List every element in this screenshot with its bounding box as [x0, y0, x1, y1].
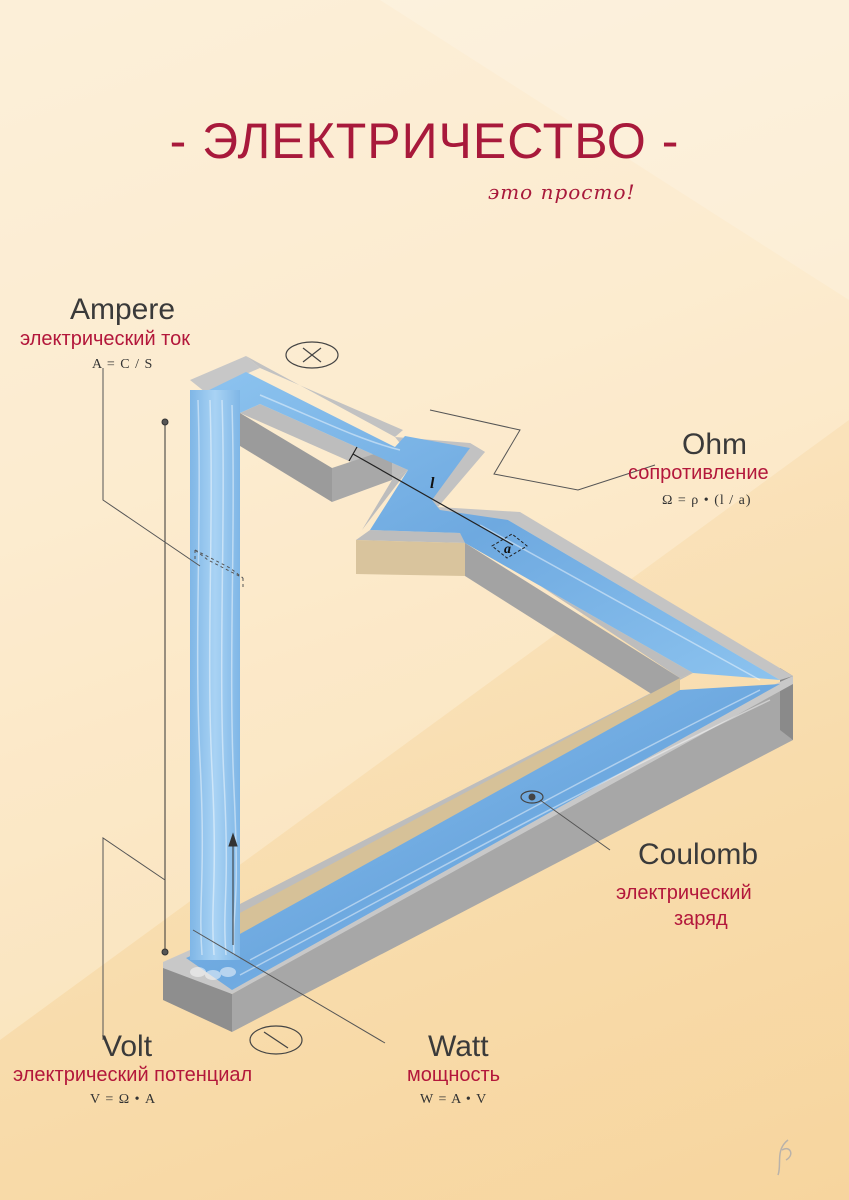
- volt-description: электрический потенциал: [13, 1064, 253, 1086]
- cross-section-marker: [194, 549, 244, 590]
- coulomb-eye-icon: [520, 790, 544, 804]
- page-title: - ЭЛЕКТРИЧЕСТВО -: [169, 113, 680, 169]
- leader-lines: [102, 368, 656, 1044]
- ohm-formula: Ω = ρ • (l / a): [662, 493, 752, 508]
- ohm-description: сопротивление: [628, 462, 769, 484]
- watt-formula: W = A • V: [420, 1092, 488, 1107]
- height-arrow: [161, 418, 238, 956]
- water-flow: [186, 372, 780, 990]
- ampere-formula: A = C / S: [92, 357, 154, 372]
- ohm-name: Ohm: [682, 428, 748, 461]
- watt-description: мощность: [407, 1064, 501, 1086]
- ampere-symbol-icon: [285, 341, 339, 369]
- page-subtitle: это просто!: [488, 180, 636, 204]
- volt-formula: V = Ω • A: [90, 1092, 157, 1107]
- coulomb-description-line2: заряд: [674, 908, 728, 930]
- coulomb-description-line1: электрический: [616, 882, 752, 904]
- watt-name: Watt: [428, 1030, 489, 1063]
- area-label: a: [504, 542, 511, 557]
- volt-symbol-icon: [249, 1025, 303, 1055]
- volt-name: Volt: [102, 1030, 153, 1063]
- length-label: l: [430, 475, 435, 492]
- length-indicator: [348, 446, 514, 546]
- area-marker: [491, 533, 528, 559]
- ampere-description: электрический ток: [20, 328, 190, 350]
- ampere-name: Ampere: [70, 293, 176, 326]
- signature-mark: [777, 1139, 792, 1176]
- coulomb-name: Coulomb: [638, 838, 759, 871]
